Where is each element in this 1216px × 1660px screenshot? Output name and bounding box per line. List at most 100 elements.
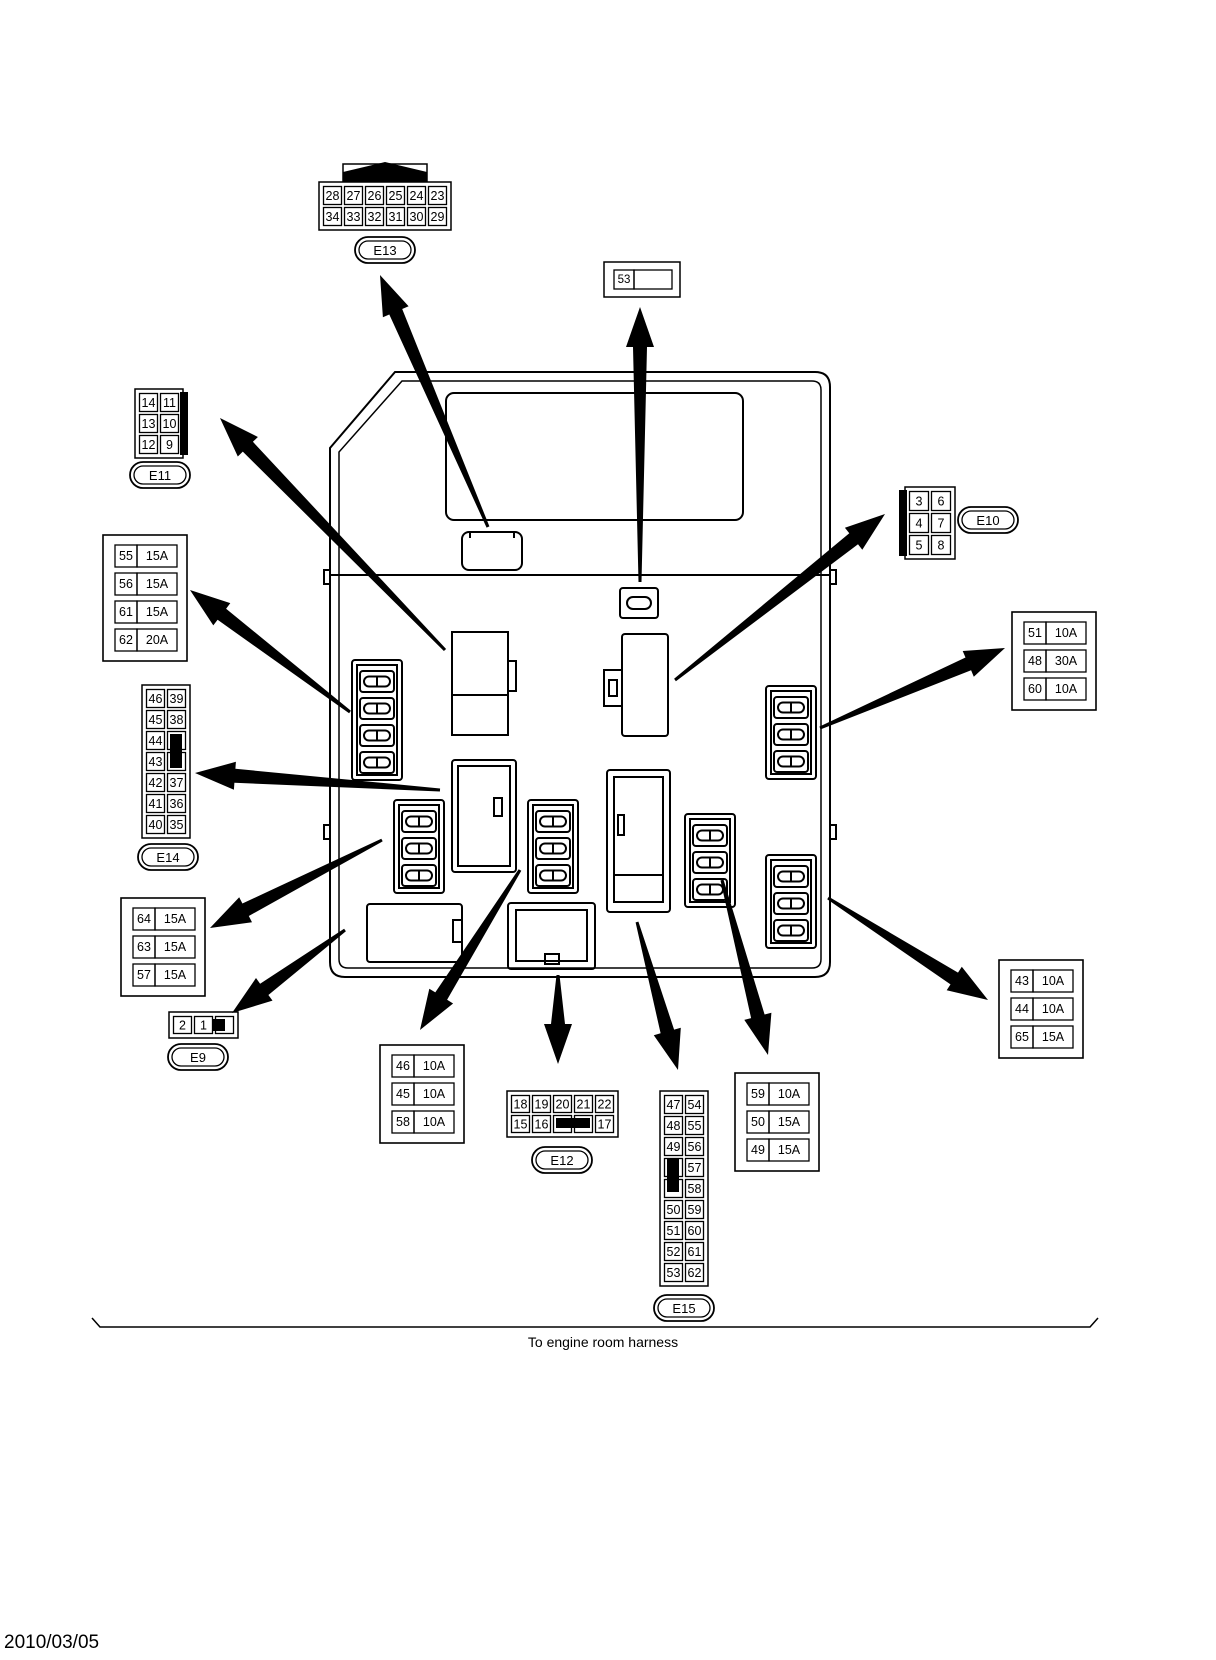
- fuse-rating: 15A: [778, 1115, 801, 1129]
- cavity-number: 28: [326, 189, 340, 203]
- cavity-blank: [899, 490, 907, 556]
- badge-e13: E13: [354, 236, 416, 264]
- fuse-holder-b: [765, 685, 817, 780]
- fuse-number: 58: [396, 1115, 410, 1129]
- cavity-number: 40: [149, 818, 163, 832]
- cavity-number: 27: [347, 189, 361, 203]
- arrow-e14: [195, 761, 441, 792]
- fuse-holder-e: [527, 799, 579, 894]
- cavity-number: 35: [170, 818, 184, 832]
- arrow-fuse-group-a: [190, 590, 351, 714]
- arrow-fuse-group-d: [827, 896, 988, 1000]
- cavity-number: 50: [667, 1203, 681, 1217]
- cavity-number: 31: [389, 210, 403, 224]
- cavity-number: 44: [149, 734, 163, 748]
- fuse-row: 46 10A: [391, 1054, 455, 1078]
- cavity-number: 59: [688, 1203, 702, 1217]
- cavity-number: 13: [142, 417, 156, 431]
- fuse-holder-a: [351, 659, 403, 781]
- badge-e10: E10: [957, 506, 1019, 534]
- cavity-number: 25: [389, 189, 403, 203]
- cavity-number: 36: [170, 797, 184, 811]
- cavity-number: 51: [667, 1224, 681, 1238]
- cavity-number: 29: [431, 210, 445, 224]
- fuse-number: 51: [1028, 626, 1042, 640]
- fuse-rating: 10A: [423, 1087, 446, 1101]
- fuse-rating: 10A: [423, 1115, 446, 1129]
- connector-label: E11: [149, 468, 171, 483]
- arrow-e9: [232, 928, 346, 1013]
- fuse-rating: 20A: [146, 633, 169, 647]
- cavity-number: 42: [149, 776, 163, 790]
- fuse-number: 49: [751, 1143, 765, 1157]
- fuse-rating: 10A: [423, 1059, 446, 1073]
- cavity-blank: [213, 1019, 225, 1031]
- cavity-number: 48: [667, 1119, 681, 1133]
- fuse-holder-d: [765, 854, 817, 949]
- arrow-e13: [380, 275, 490, 528]
- arrow-terminal-53: [626, 307, 654, 582]
- fuse-rating: 15A: [146, 577, 169, 591]
- fuse-rating: 15A: [164, 968, 187, 982]
- cavity-number: 15: [514, 1118, 528, 1132]
- cavity-number: 21: [577, 1098, 591, 1112]
- cavity-number: 43: [149, 755, 163, 769]
- connector-label: E13: [373, 243, 396, 258]
- cavity-number: 55: [688, 1119, 702, 1133]
- harness-bracket: [91, 1317, 1099, 1328]
- arrow-e15: [635, 921, 681, 1070]
- fuse-rating: 15A: [146, 549, 169, 563]
- leader-arrows: [190, 275, 1005, 1070]
- fuse-number: 43: [1015, 974, 1029, 988]
- cavity-number: 7: [938, 517, 945, 531]
- cavity-number: 45: [149, 713, 163, 727]
- terminal-number: 53: [618, 274, 631, 286]
- badge-e9: E9: [167, 1043, 229, 1071]
- terminal-53: 53: [603, 261, 681, 298]
- fuse-rating: 10A: [778, 1087, 801, 1101]
- fuse-number: 64: [137, 912, 151, 926]
- cavity-number: 17: [598, 1118, 612, 1132]
- connector-label: E14: [156, 850, 179, 865]
- cavity-number: 34: [326, 210, 340, 224]
- cavity-number: 41: [149, 797, 163, 811]
- fuse-number: 63: [137, 940, 151, 954]
- cavity-number: 4: [916, 517, 923, 531]
- fuse-holder-f: [684, 813, 736, 908]
- fuse-number: 46: [396, 1059, 410, 1073]
- cavity-number: 62: [688, 1266, 702, 1280]
- fuse-number: 61: [119, 605, 133, 619]
- cavity-blank: [170, 734, 182, 768]
- fuse-row: 58 10A: [391, 1110, 455, 1134]
- badge-e11: E11: [129, 461, 191, 489]
- cavity-number: 12: [142, 438, 156, 452]
- cavity-number: 58: [688, 1182, 702, 1196]
- fuse-row: 43 10A: [1010, 969, 1074, 993]
- fuse-rating: 10A: [1042, 974, 1065, 988]
- cavity-number: 32: [368, 210, 382, 224]
- cavity-blank: [180, 392, 188, 455]
- connector-label: E9: [190, 1050, 206, 1065]
- fuse-number: 45: [396, 1087, 410, 1101]
- cavity-number: 47: [667, 1098, 681, 1112]
- cavity-blank: [556, 1118, 590, 1128]
- cavity-number: 6: [938, 495, 945, 509]
- cavity-number: 24: [410, 189, 424, 203]
- cavity-number: 14: [142, 396, 156, 410]
- cavity-number: 52: [667, 1245, 681, 1259]
